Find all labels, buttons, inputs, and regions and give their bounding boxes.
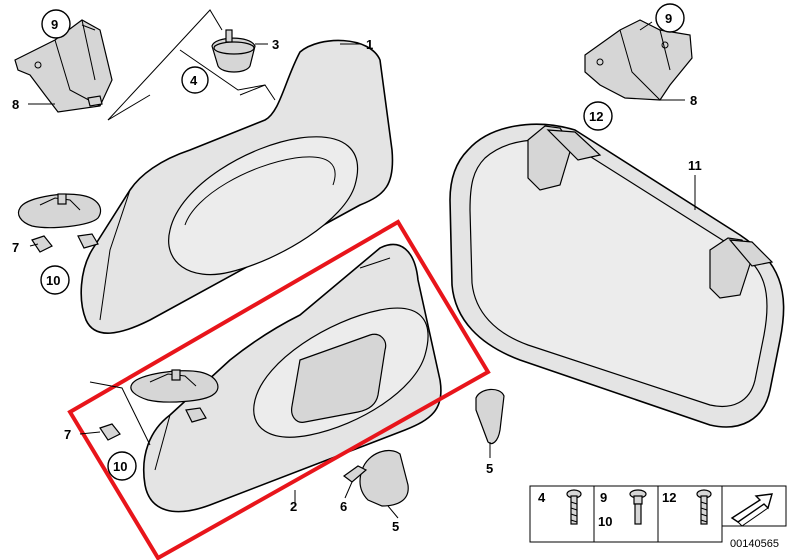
callout-9-right: 9 [665,11,672,26]
legend-label-12: 12 [662,490,676,505]
screw-4-icon [566,489,582,525]
callout-2: 2 [290,499,297,514]
legend-label-4: 4 [538,490,546,505]
upper-sun-visor [80,39,394,334]
right-sun-visor [449,123,785,428]
left-mount-bracket [14,19,113,113]
right-mount-bracket [584,19,693,101]
legend-label-10: 10 [598,514,612,529]
callout-9-right-circle [655,3,685,33]
lower-clip-7 [99,407,207,441]
callout-labels: 1 2 3 4 5 5 6 7 7 8 8 9 9 10 10 11 12 [12,3,702,534]
callout-4-circle [181,66,209,94]
lower-sun-visor [142,243,442,513]
callout-7-lower: 7 [64,427,71,442]
callout-10-lower: 10 [113,459,127,474]
cap-part-3 [211,29,256,73]
legend-label-9: 9 [600,490,607,505]
callout-4: 4 [190,73,198,88]
callout-8-left: 8 [12,97,19,112]
callout-9-left-circle [41,9,71,39]
callout-8-right: 8 [690,93,697,108]
callout-10-upper: 10 [46,273,60,288]
legend-box-9-10 [593,485,659,543]
callout-6: 6 [340,499,347,514]
bolt-9-10-icon [629,489,647,525]
orientation-arrow-icon [730,493,773,527]
upper-clip-7 [31,233,99,253]
callout-1: 1 [366,37,373,52]
callout-9-left: 9 [51,17,58,32]
callout-3: 3 [272,37,279,52]
leader-lines [28,21,696,519]
callout-7-upper: 7 [12,240,19,255]
image-id: 00140565 [730,538,779,550]
end-cap-5-bottom [359,449,409,507]
highlight-frame [67,219,491,560]
callout-12: 12 [589,109,603,124]
end-cap-5-right [475,388,505,445]
callout-11: 11 [688,158,702,173]
callout-12-circle [583,101,613,131]
callout-10-upper-circle [40,265,70,295]
screw-12-icon [696,489,712,525]
assembly-guide-lines [89,9,266,446]
legend-box-12 [657,485,723,543]
hardware-legend: 4 9 10 12 00140565 [529,485,787,550]
clip-part-6 [342,465,368,483]
legend-box-4 [529,485,595,543]
callout-10-lower-circle [107,451,137,481]
lower-visor-pivot [130,369,219,403]
callout-5-right: 5 [486,461,493,476]
callout-5-bottom: 5 [392,519,399,534]
upper-visor-pivot [17,193,102,229]
